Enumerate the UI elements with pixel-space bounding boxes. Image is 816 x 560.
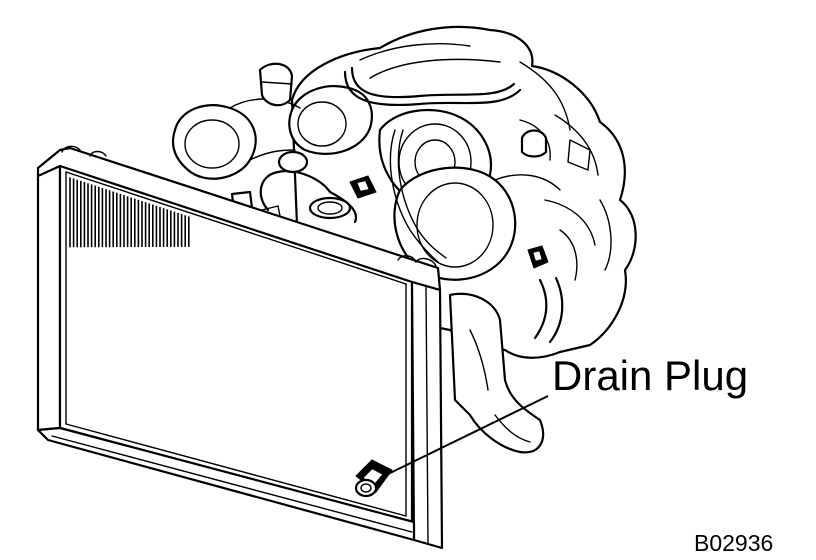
drain-plug-label: Drain Plug bbox=[552, 352, 749, 399]
figure-code: B02936 bbox=[694, 530, 774, 556]
radiator-fins bbox=[69, 177, 190, 248]
drain-plug bbox=[354, 459, 393, 498]
drain-plug-leader-line bbox=[383, 395, 549, 477]
radiator bbox=[36, 145, 444, 550]
